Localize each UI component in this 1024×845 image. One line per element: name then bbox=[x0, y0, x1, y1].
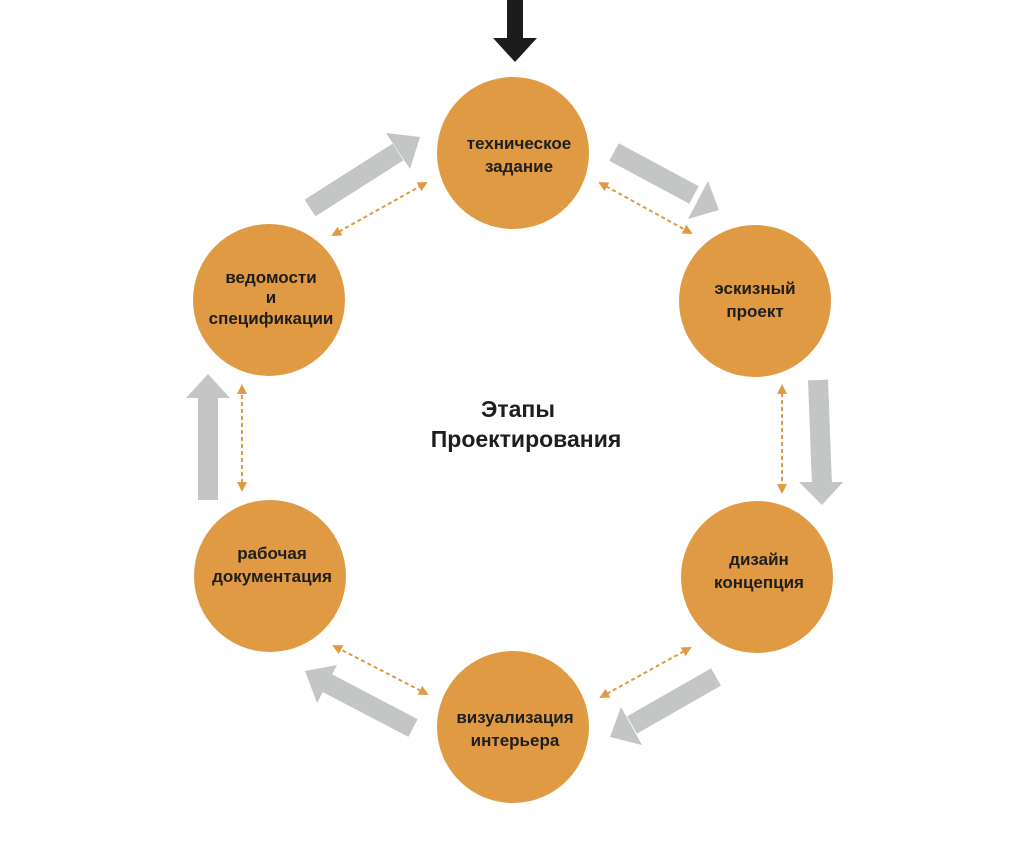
stage-node-sketch-project: эскизный проект bbox=[679, 225, 831, 377]
cycle-arrows bbox=[186, 133, 843, 745]
diagram-title: Этапы Проектирования bbox=[431, 396, 622, 452]
stage-label-working-docs-line-2: документация bbox=[212, 567, 332, 586]
stage-node-interior-visualization: визуализация интерьера bbox=[437, 651, 589, 803]
stage-label-working-docs-line-1: рабочая bbox=[237, 544, 307, 563]
stage-label-statements-line-3: спецификации bbox=[209, 309, 334, 328]
entry-arrow bbox=[493, 0, 537, 62]
cycle-arrow-1-to-2 bbox=[609, 143, 719, 219]
dotted-link-6-1 bbox=[331, 182, 428, 236]
stage-label-design-concept-line-1: дизайн bbox=[729, 550, 789, 569]
dotted-link-3-4 bbox=[599, 647, 692, 698]
title-line-2: Проектирования bbox=[431, 426, 622, 452]
stage-label-visualization-line-1: визуализация bbox=[456, 708, 573, 727]
stage-label-statements-line-2: и bbox=[266, 288, 276, 307]
stage-label-statements-line-1: ведомости bbox=[225, 268, 316, 287]
dotted-links bbox=[237, 182, 787, 698]
cycle-arrow-2-to-3 bbox=[799, 379, 843, 505]
dotted-link-4-5 bbox=[332, 645, 429, 695]
stage-node-statements-specs: ведомости и спецификации bbox=[193, 224, 345, 376]
stage-node-tech-spec: техническое задание bbox=[437, 77, 589, 229]
stage-label-tech-spec-line-2: задание bbox=[485, 157, 553, 176]
cycle-arrow-5-to-6 bbox=[186, 374, 230, 500]
stage-label-sketch-project-line-1: эскизный bbox=[714, 279, 795, 298]
cycle-arrow-4-to-5 bbox=[305, 665, 418, 737]
stage-label-sketch-project-line-2: проект bbox=[726, 302, 783, 321]
dotted-link-1-2 bbox=[598, 182, 693, 234]
stage-node-working-docs: рабочая документация bbox=[194, 500, 346, 652]
stage-node-design-concept: дизайн концепция bbox=[681, 501, 833, 653]
stage-label-visualization-line-2: интерьера bbox=[471, 731, 560, 750]
cycle-arrow-3-to-4 bbox=[610, 668, 721, 745]
title-line-1: Этапы bbox=[481, 396, 555, 422]
stage-label-design-concept-line-2: концепция bbox=[714, 573, 804, 592]
stage-label-tech-spec-line-1: техническое bbox=[467, 134, 571, 153]
cycle-arrow-6-to-1 bbox=[304, 133, 420, 217]
